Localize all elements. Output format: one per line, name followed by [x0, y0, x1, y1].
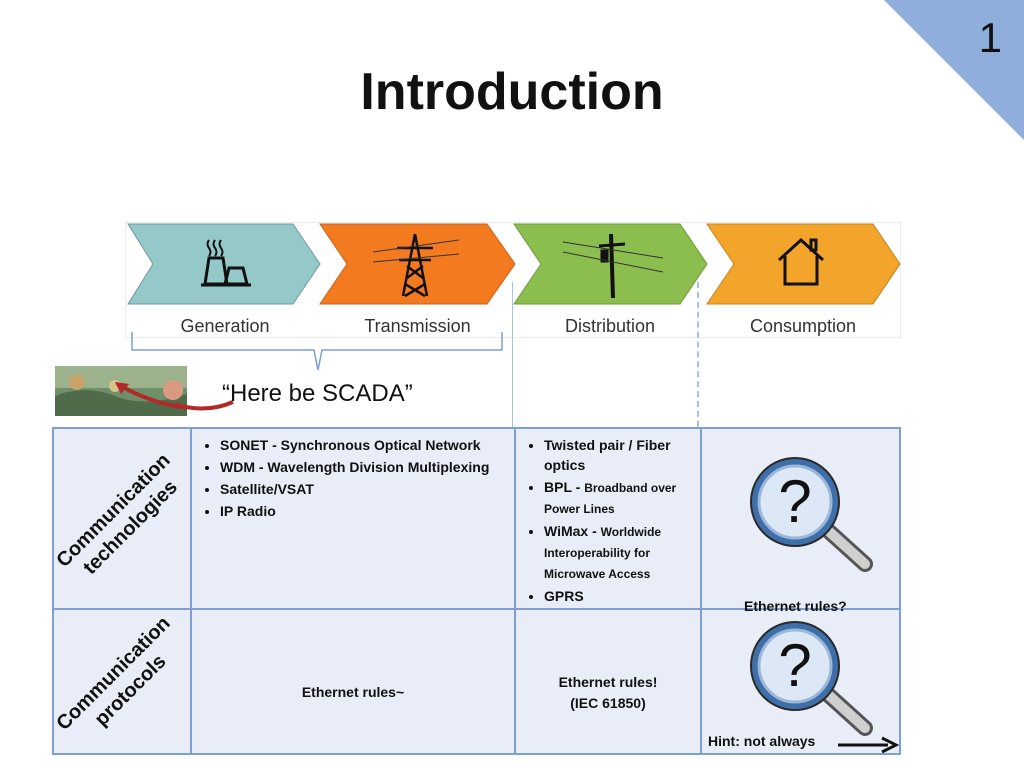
distribution-protocol-text: Ethernet rules! (IEC 61850) — [558, 674, 658, 711]
scada-caption: “Here be SCADA” — [222, 380, 413, 407]
arrow-right-icon — [838, 736, 900, 754]
stage-label-distribution: Distribution — [564, 316, 656, 336]
list-item: WiMax - Worldwide Interoperability for M… — [544, 521, 700, 584]
list-item: Satellite/VSAT — [220, 479, 514, 499]
stage-label-generation: Generation — [180, 316, 270, 336]
svg-text:?: ? — [778, 468, 811, 535]
list-item: GPRS — [544, 586, 700, 606]
magnifier-question-icon: ? — [750, 457, 873, 572]
list-item: Twisted pair / Fiber optics — [544, 435, 700, 475]
corner-triangle — [884, 0, 1024, 140]
technologies-row-label: Communication technologies — [52, 427, 192, 610]
hint-text: Hint: not always — [708, 733, 816, 749]
technologies-transmission-cell: SONET - Synchronous Optical Network WDM … — [190, 427, 516, 610]
sea-monster-illustration — [55, 366, 187, 416]
transmission-tower-icon — [372, 233, 460, 298]
protocols-transmission-cell: Ethernet rules~ — [190, 608, 516, 755]
transmission-protocol-text: Ethernet rules~ — [301, 684, 405, 700]
power-plant-icon — [201, 239, 251, 287]
consumption-protocol-text: Ethernet rules? — [744, 598, 847, 614]
stage-label-consumption: Consumption — [749, 316, 857, 336]
scope-bracket — [131, 332, 503, 370]
list-item: IP Radio — [220, 501, 514, 521]
transmission-chevron — [319, 223, 516, 305]
slide-number: 1 — [978, 14, 1002, 61]
magnifier-question-icon: ? — [750, 621, 873, 736]
value-chain-chevrons — [125, 222, 901, 338]
distribution-technologies-list: Twisted pair / Fiber optics BPL - Broadb… — [516, 435, 700, 606]
technologies-label: Communication technologies — [52, 448, 182, 579]
protocols-distribution-cell: Ethernet rules! (IEC 61850) — [514, 608, 702, 755]
technologies-row: Communication technologies SONET - Synch… — [52, 427, 901, 610]
list-item: SONET - Synchronous Optical Network — [220, 435, 514, 455]
slide-title: Introduction — [360, 63, 664, 121]
list-item: BPL - Broadband over Power Lines — [544, 477, 700, 519]
protocols-label: Communication protocols — [52, 611, 175, 735]
transmission-technologies-list: SONET - Synchronous Optical Network WDM … — [192, 435, 514, 521]
list-item: WDM - Wavelength Division Multiplexing — [220, 457, 514, 477]
technologies-distribution-cell: Twisted pair / Fiber optics BPL - Broadb… — [514, 427, 702, 610]
consumption-chevron — [706, 223, 901, 305]
scada-arrow — [175, 400, 234, 411]
stage-label-transmission: Transmission — [364, 316, 471, 336]
house-icon — [777, 237, 825, 286]
protocols-row-label: Communication protocols — [52, 608, 192, 755]
utility-pole-icon — [562, 233, 664, 299]
svg-text:?: ? — [778, 632, 811, 699]
